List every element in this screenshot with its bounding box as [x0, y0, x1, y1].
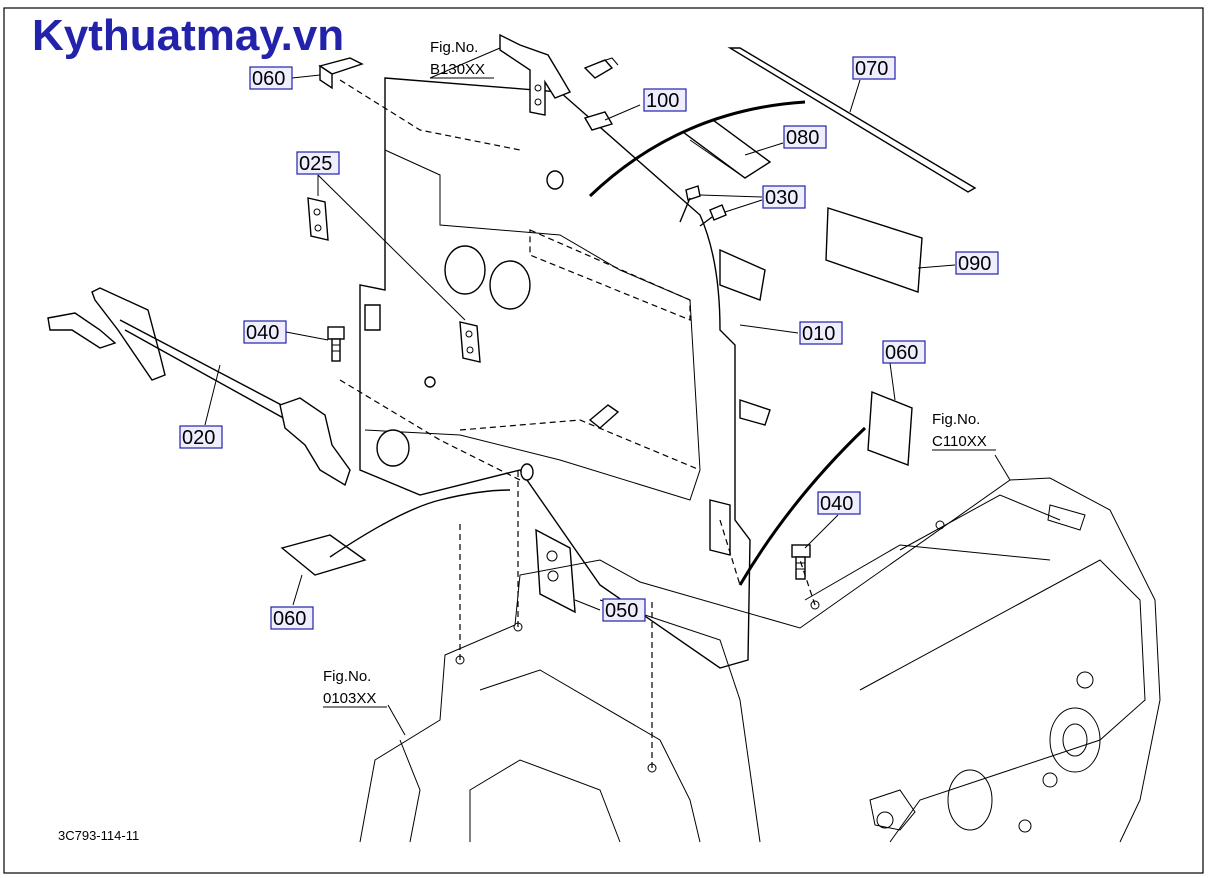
label-090: 090 [958, 253, 991, 275]
top-bracket [499, 33, 619, 116]
label-060-left: 060 [273, 608, 306, 630]
fig-ref-0103-line1: Fig.No. [323, 668, 371, 685]
label-100: 100 [646, 90, 679, 112]
plate-025-a [307, 197, 329, 241]
label-060-top: 060 [252, 68, 285, 90]
plate-090 [825, 207, 923, 293]
part-labels: 060 100 070 080 030 090 010 025 040 020 … [179, 56, 999, 630]
cable-right [738, 426, 867, 586]
label-060-right: 060 [885, 342, 918, 364]
label-080: 080 [786, 127, 819, 149]
fig-ref-b130-line1: Fig.No. [430, 39, 478, 56]
fig-ref-c110-line2: C110XX [932, 433, 987, 450]
transmission-housing [359, 477, 1161, 843]
bolt-040-left [327, 326, 345, 362]
cable-left [329, 489, 511, 558]
fig-ref-c110-line1: Fig.No. [932, 411, 980, 428]
bolt-030 [679, 185, 727, 227]
bracket-050 [535, 528, 576, 614]
drawing-code: 3C793-114-11 [58, 828, 139, 843]
diagram-border [3, 7, 1204, 874]
fig-ref-b130-line2: B130XX [430, 61, 485, 78]
label-040-right: 040 [820, 493, 853, 515]
pad-060-right [867, 390, 913, 466]
fig-ref-c110: Fig.No. C110XX [932, 411, 996, 451]
rod-020 [47, 287, 351, 487]
seal-080 [681, 119, 772, 179]
label-070: 070 [855, 58, 888, 80]
label-020: 020 [182, 427, 215, 449]
leader-lines [204, 47, 1011, 736]
plate-025-b [459, 321, 481, 363]
pad-060-left [280, 534, 367, 576]
brand-title: Kythuatmay.vn [32, 11, 344, 60]
fig-ref-0103-line2: 0103XX [323, 690, 376, 707]
panel-010 [339, 77, 771, 669]
label-010: 010 [802, 323, 835, 345]
pad-100 [583, 111, 614, 131]
cable-upper [588, 100, 806, 198]
fig-ref-b130: Fig.No. B130XX [430, 39, 494, 79]
fig-ref-0103: Fig.No. 0103XX [323, 668, 387, 708]
label-040-left: 040 [246, 322, 279, 344]
label-050: 050 [605, 600, 638, 622]
label-030: 030 [765, 187, 798, 209]
label-025: 025 [299, 153, 332, 175]
strip-070 [727, 47, 977, 193]
